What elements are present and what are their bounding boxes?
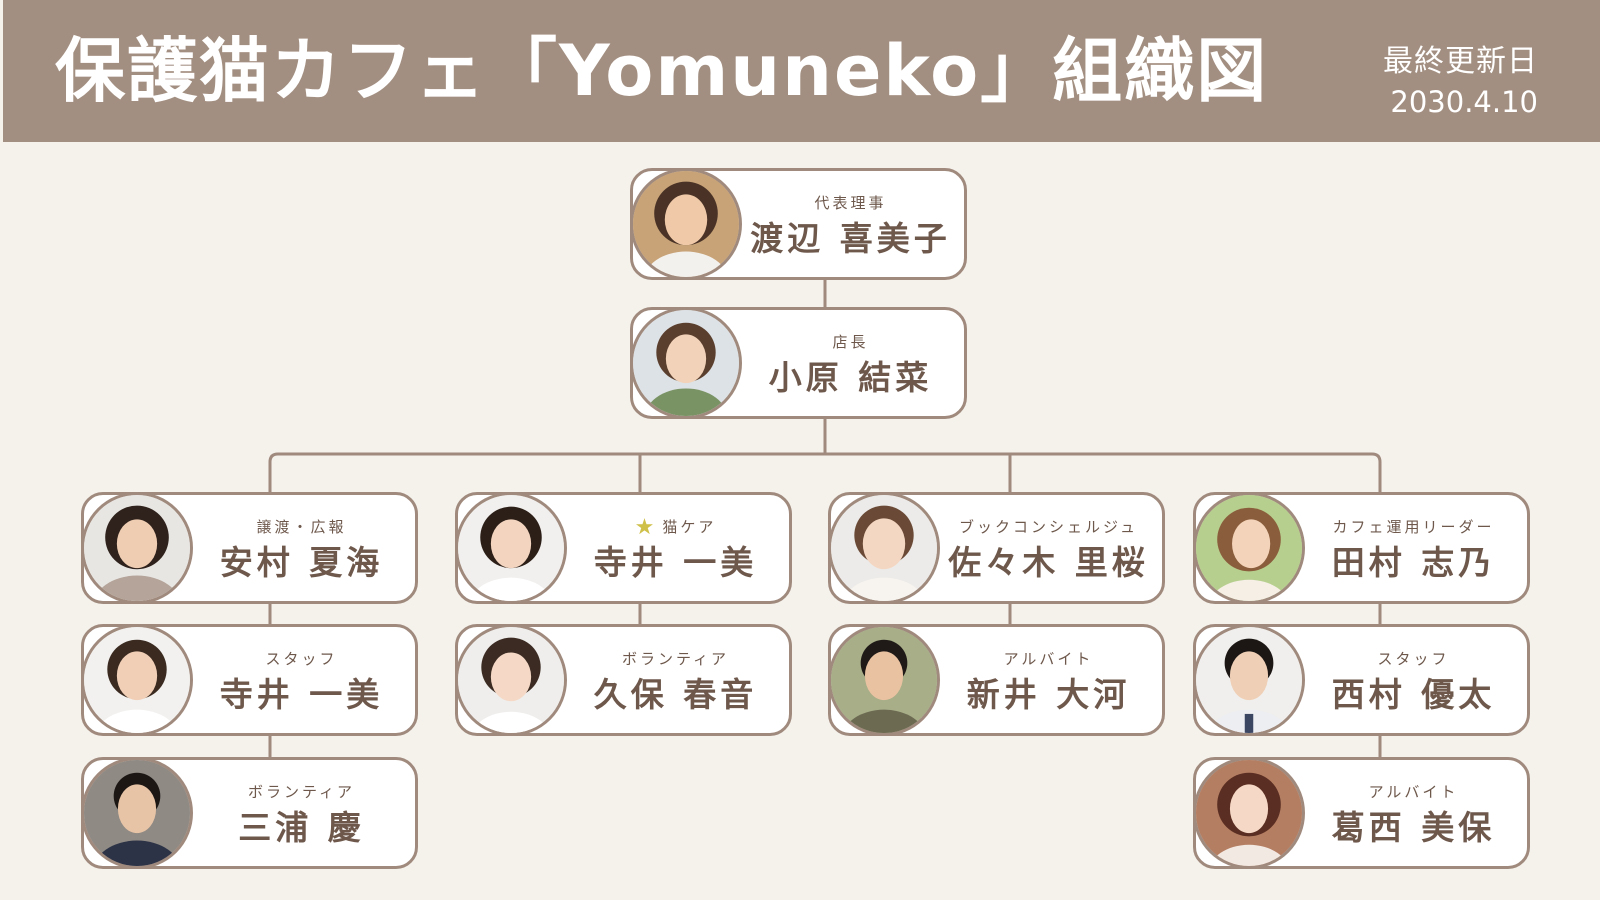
member-name: 久保 春音 bbox=[593, 675, 758, 714]
page-title: 保護猫カフェ「Yomuneko」組織図 bbox=[55, 30, 1269, 112]
member-card-catcare: ★猫ケア 寺井 一美 bbox=[455, 492, 792, 604]
role-label: ブックコンシェルジュ bbox=[959, 518, 1138, 536]
avatar-photo bbox=[81, 492, 193, 604]
member-card-concierge-parttime: アルバイト 新井 大河 bbox=[828, 624, 1165, 736]
member-name: 三浦 慶 bbox=[238, 808, 365, 847]
member-card-care-volunteer: ボランティア 久保 春音 bbox=[455, 624, 792, 736]
member-card-chair: 代表理事 渡辺 喜美子 bbox=[630, 168, 967, 280]
member-name: 小原 結菜 bbox=[768, 358, 933, 397]
role-label: アルバイト bbox=[1003, 650, 1094, 668]
member-name: 田村 志乃 bbox=[1331, 543, 1496, 582]
last-updated-label: 最終更新日 bbox=[1383, 44, 1538, 79]
member-name: 西村 優太 bbox=[1331, 675, 1496, 714]
role-label: スタッフ bbox=[1377, 650, 1450, 668]
member-name: 佐々木 里桜 bbox=[948, 543, 1149, 582]
avatar-photo bbox=[630, 307, 742, 419]
avatar-photo bbox=[828, 624, 940, 736]
avatar-photo bbox=[1193, 492, 1305, 604]
member-card-concierge: ブックコンシェルジュ 佐々木 里桜 bbox=[828, 492, 1165, 604]
role-label: ボランティア bbox=[247, 783, 356, 801]
avatar-photo bbox=[455, 624, 567, 736]
member-card-manager: 店長 小原 結菜 bbox=[630, 307, 967, 419]
member-card-cafe-staff: スタッフ 西村 優太 bbox=[1193, 624, 1530, 736]
role-label: 代表理事 bbox=[814, 194, 887, 212]
role-label: スタッフ bbox=[265, 650, 338, 668]
star-icon: ★ bbox=[634, 515, 655, 540]
avatar-photo bbox=[630, 168, 742, 280]
header-bar: 保護猫カフェ「Yomuneko」組織図 最終更新日 2030.4.10 bbox=[3, 0, 1600, 142]
role-label: 譲渡・広報 bbox=[256, 518, 347, 536]
member-name: 安村 夏海 bbox=[219, 543, 384, 582]
role-label: アルバイト bbox=[1368, 783, 1459, 801]
last-updated: 最終更新日 2030.4.10 bbox=[1383, 42, 1538, 122]
avatar-photo bbox=[81, 757, 193, 869]
role-label: ★猫ケア bbox=[634, 515, 717, 540]
member-name: 新井 大河 bbox=[966, 675, 1131, 714]
member-name: 葛西 美保 bbox=[1331, 808, 1496, 847]
member-card-pr-staff: スタッフ 寺井 一美 bbox=[81, 624, 418, 736]
avatar-photo bbox=[455, 492, 567, 604]
role-label: カフェ運用リーダー bbox=[1332, 518, 1495, 536]
role-label: ボランティア bbox=[621, 650, 730, 668]
avatar-photo bbox=[1193, 624, 1305, 736]
avatar-photo bbox=[81, 624, 193, 736]
member-name: 寺井 一美 bbox=[593, 543, 758, 582]
member-card-cafe-parttime: アルバイト 葛西 美保 bbox=[1193, 757, 1530, 869]
avatar-photo bbox=[1193, 757, 1305, 869]
last-updated-date: 2030.4.10 bbox=[1390, 85, 1538, 119]
member-name: 渡辺 喜美子 bbox=[750, 219, 951, 258]
member-card-pr: 譲渡・広報 安村 夏海 bbox=[81, 492, 418, 604]
connector-manager-branch bbox=[268, 452, 1382, 492]
member-name: 寺井 一美 bbox=[219, 675, 384, 714]
member-card-cafelead: カフェ運用リーダー 田村 志乃 bbox=[1193, 492, 1530, 604]
role-label: 店長 bbox=[832, 333, 869, 351]
avatar-photo bbox=[828, 492, 940, 604]
member-card-pr-volunteer: ボランティア 三浦 慶 bbox=[81, 757, 418, 869]
